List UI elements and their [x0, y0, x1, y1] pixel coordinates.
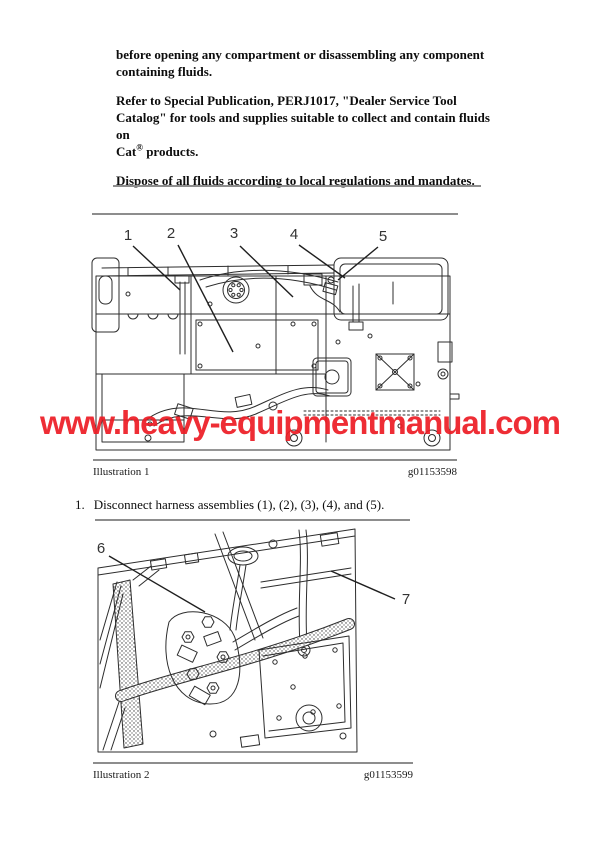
callout-1: 1 [124, 227, 132, 244]
engine-line-drawing-1: 1 2 3 4 5 [91, 225, 460, 451]
callout-6: 6 [97, 540, 105, 557]
leader-line-2 [177, 244, 234, 353]
paragraph-warning: before opening any compartment or disass… [116, 47, 485, 79]
callout-5: 5 [379, 228, 387, 245]
callout-4: 4 [290, 226, 298, 243]
step-1-text: Disconnect harness assemblies (1), (2), … [93, 497, 385, 512]
leader-line-7 [330, 570, 396, 600]
illustration-2-engine-closeup: 6 7 [93, 522, 413, 763]
intro-text-block: before opening any compartment or disass… [116, 46, 496, 201]
callout-leader-lines [132, 244, 379, 353]
illustration-2-figure-id: g01153599 [363, 769, 413, 781]
leader-line-3 [239, 245, 294, 298]
callout-3: 3 [230, 225, 238, 242]
callout-2: 2 [167, 225, 175, 242]
separator-line [92, 213, 458, 215]
registered-trademark-symbol: ® [136, 142, 143, 153]
leader-line-5 [337, 246, 379, 281]
watermark-text: www.heavy-equipmentmanual.com [40, 404, 561, 441]
leader-line-6 [108, 555, 206, 613]
leader-line-4 [298, 244, 346, 279]
separator-line [95, 519, 410, 521]
callout-7: 7 [402, 591, 410, 608]
paragraph-reference-text: Refer to Special Publication, PERJ1017, … [116, 93, 490, 159]
paragraph-dispose: Dispose of all fluids according to local… [116, 173, 475, 188]
illustration-1-caption: Illustration 1 [93, 466, 150, 478]
illustration-2-caption-row: Illustration 2 g01153599 [93, 769, 413, 781]
callout-numbers-2: 6 7 [97, 540, 410, 608]
engine-closeup-art [97, 528, 358, 753]
separator-line [93, 762, 413, 764]
engine-line-drawing-2: 6 7 [97, 528, 410, 753]
separator-line [113, 185, 481, 187]
callout-numbers-1: 1 2 3 4 5 [124, 225, 387, 245]
step-1-number: 1. [75, 497, 85, 512]
separator-line [93, 459, 457, 461]
callout-leader-lines-2 [108, 555, 396, 613]
illustration-1-caption-row: Illustration 1 g01153598 [93, 466, 457, 478]
paragraph-reference-tail: products. [142, 144, 199, 159]
leader-line-1 [132, 245, 181, 291]
paragraph-reference: Refer to Special Publication, PERJ1017, … [116, 92, 496, 160]
illustration-1-figure-id: g01153598 [407, 466, 457, 478]
illustration-2-caption: Illustration 2 [93, 769, 150, 781]
step-1: 1. Disconnect harness assemblies (1), (2… [75, 497, 384, 513]
illustration-1-engine-side-view: 1 2 3 4 5 [88, 224, 460, 456]
